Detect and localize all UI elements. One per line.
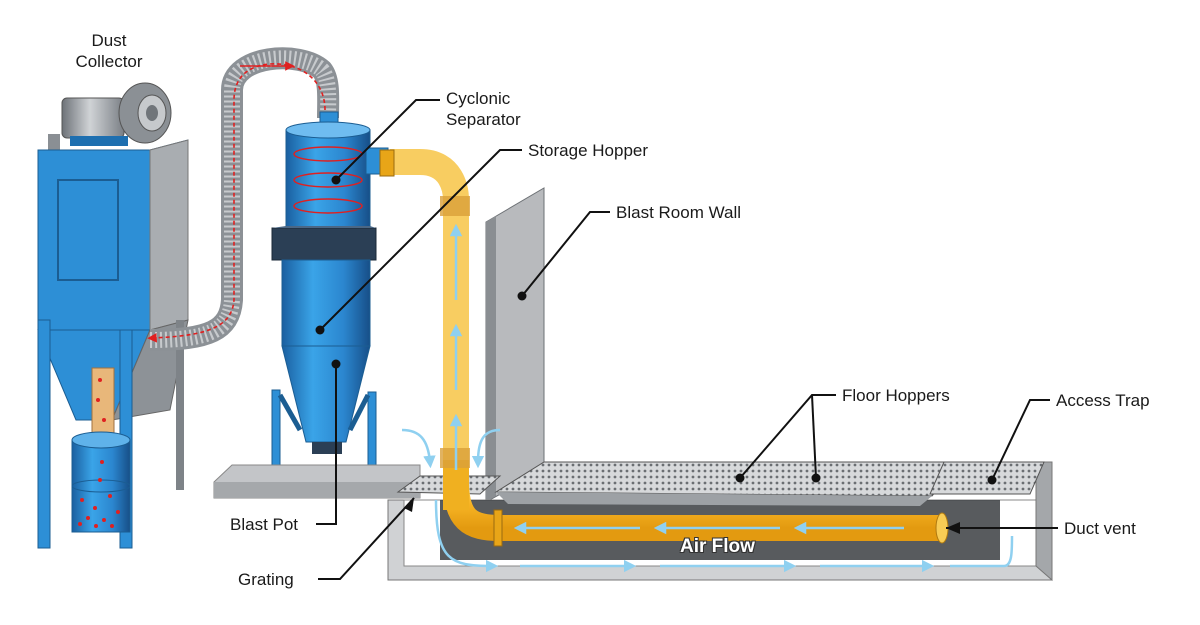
cyclonic-separator-label-line1: Cyclonic xyxy=(446,89,511,108)
blast-pot-label: Blast Pot xyxy=(230,515,299,534)
blast-room-wall xyxy=(485,187,545,503)
dust-collector-label-line1: Dust xyxy=(91,31,127,50)
collected-dust xyxy=(78,378,120,528)
leader-dots xyxy=(315,175,997,534)
access-trap-grating xyxy=(929,461,1045,495)
access-trap-label: Access Trap xyxy=(1056,391,1150,410)
duct-vent-label: Duct vent xyxy=(1064,519,1136,538)
cyclonic-separator-label: Cyclonic Separator xyxy=(446,88,521,130)
grating-label: Grating xyxy=(238,570,294,589)
dust-collector-label-line2: Collector xyxy=(75,52,143,71)
air-flow-label: Air Flow xyxy=(680,536,755,557)
leader-lines xyxy=(316,99,1058,580)
dust-collector xyxy=(37,82,189,549)
floor-hoppers-label: Floor Hoppers xyxy=(842,386,950,405)
flexible-hose xyxy=(147,47,340,351)
storage-hopper-label: Storage Hopper xyxy=(528,141,649,160)
cyclonic-separator-label-line2: Separator xyxy=(446,110,521,129)
yellow-duct xyxy=(379,149,949,547)
storage-hopper xyxy=(271,226,377,481)
cyclonic-separator xyxy=(285,111,389,231)
dust-collector-label: Dust Collector xyxy=(62,30,156,72)
blast-room-wall-label: Blast Room Wall xyxy=(616,203,742,222)
air-flow-arrows xyxy=(401,223,1014,573)
floor-hoppers xyxy=(494,461,1045,506)
